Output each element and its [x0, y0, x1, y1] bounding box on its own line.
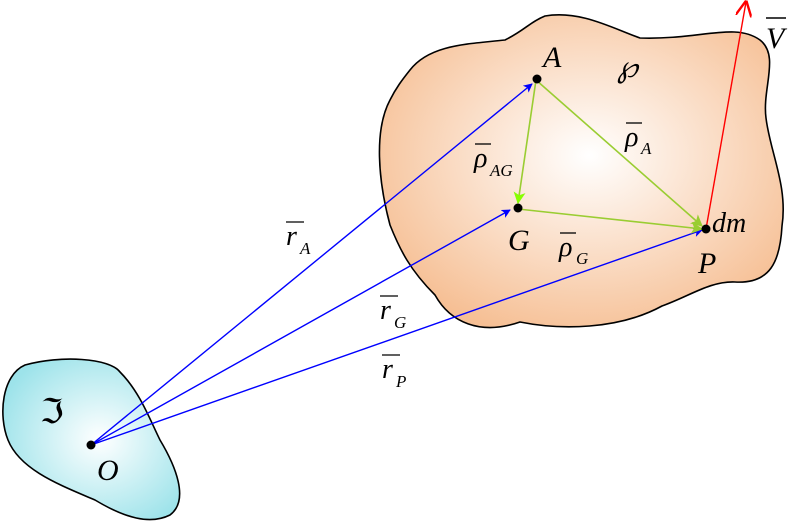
frame-symbol-label: ℑ	[40, 394, 64, 431]
svg-text:ρ: ρ	[624, 122, 638, 153]
point-p	[701, 224, 711, 234]
vector-rho-a	[535, 79, 703, 227]
svg-text:r: r	[382, 354, 393, 385]
point-g	[513, 203, 523, 213]
rho-ag-label: ρ AG	[473, 143, 513, 180]
svg-text:r: r	[286, 221, 297, 252]
rho-g-label: ρ G	[558, 232, 588, 268]
reference-frame-shape	[2, 358, 181, 521]
svg-text:G: G	[394, 313, 406, 332]
r-p-label: r P	[382, 354, 406, 391]
point-p-label: P	[697, 247, 716, 280]
svg-text:AG: AG	[489, 161, 513, 180]
vector-r-g	[90, 209, 511, 446]
point-a-label: A	[541, 41, 562, 74]
vector-rho-ag	[513, 79, 537, 205]
r-a-label: r A	[286, 221, 311, 258]
point-o	[86, 440, 96, 450]
svg-text:r: r	[380, 295, 391, 326]
svg-text:A: A	[299, 239, 311, 258]
svg-text:G: G	[576, 249, 588, 268]
svg-text:ρ: ρ	[473, 143, 487, 174]
svg-text:V: V	[766, 22, 788, 55]
body-symbol-label: ℘	[617, 51, 640, 84]
vector-velocity	[705, 2, 746, 230]
mass-element-label: dm	[712, 208, 746, 239]
point-a	[532, 74, 542, 84]
svg-text:A: A	[640, 139, 652, 158]
vector-r-p	[90, 228, 703, 446]
vector-rho-g	[517, 208, 704, 234]
velocity-label: V	[766, 17, 788, 55]
rigid-body-shape	[378, 14, 784, 329]
rho-a-label: ρ A	[624, 122, 652, 158]
svg-text:P: P	[395, 372, 406, 391]
r-g-label: r G	[380, 295, 406, 332]
svg-text:ρ: ρ	[558, 232, 572, 263]
point-g-label: G	[508, 224, 530, 257]
vector-r-a	[90, 83, 533, 446]
origin-label: O	[97, 454, 119, 487]
